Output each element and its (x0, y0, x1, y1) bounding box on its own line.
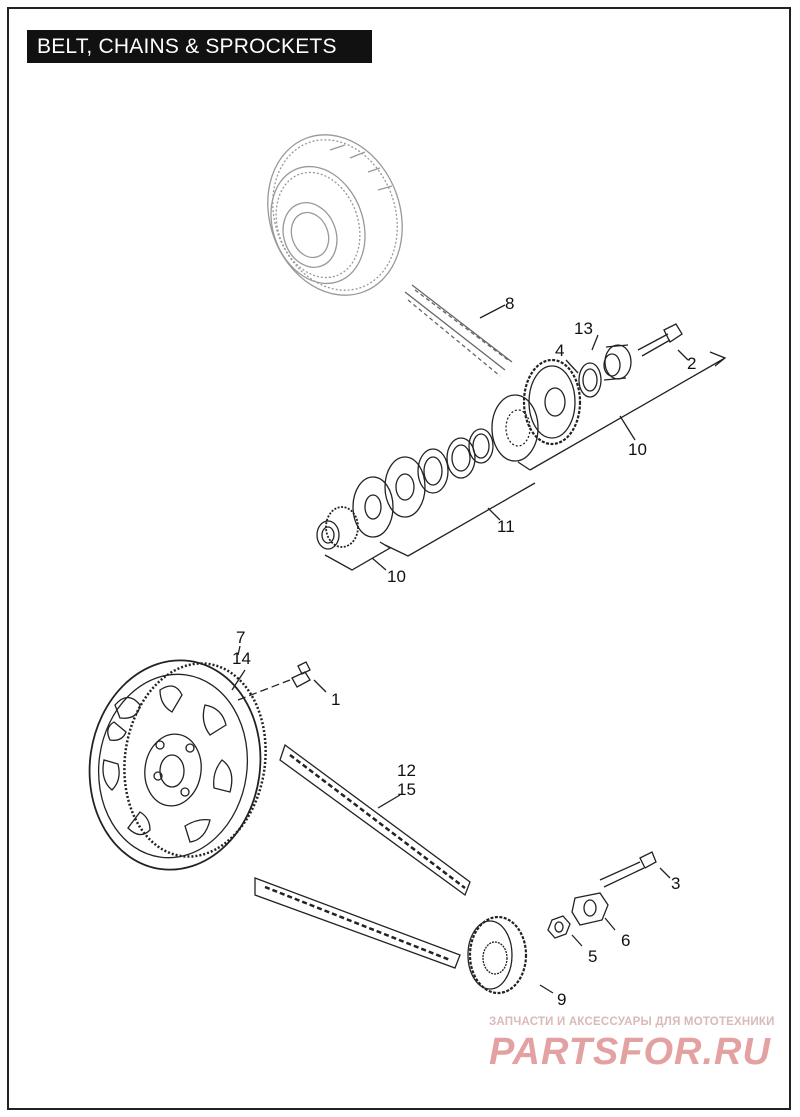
callout-1: 1 (331, 690, 340, 709)
callout-4: 4 (555, 341, 564, 360)
nut-5 (547, 915, 571, 939)
callout-2: 2 (687, 354, 696, 373)
washer-4 (578, 362, 602, 398)
transmission-sprocket (467, 915, 528, 995)
callout-11: 11 (497, 517, 515, 536)
engine-sprocket (522, 358, 582, 446)
callout-3: 3 (671, 874, 680, 893)
washer (417, 448, 449, 494)
watermark-logo: PARTSFOR.RU (489, 1031, 771, 1073)
page-title: BELT, CHAINS & SPROCKETS (27, 30, 372, 63)
callout-5: 5 (588, 947, 597, 966)
washer (352, 476, 394, 538)
page-border (7, 7, 791, 1110)
watermark-tagline: ЗАПЧАСТИ И АКСЕССУАРЫ ДЛЯ МОТОТЕХНИКИ (489, 1016, 775, 1028)
callout-12: 12 (397, 761, 416, 780)
callout-10-upper: 10 (628, 440, 647, 459)
spline-bushing (316, 506, 359, 550)
screw-3 (599, 851, 657, 888)
callout-15: 15 (397, 780, 416, 799)
screw-1 (291, 661, 311, 688)
callout-8: 8 (505, 294, 514, 313)
compensator-shaft (491, 394, 539, 462)
clutch-assembly (267, 134, 403, 296)
callout-14: 14 (232, 649, 251, 668)
lock-plate-6 (571, 892, 609, 926)
primary-chain (404, 284, 513, 377)
callout-7: 7 (236, 628, 245, 647)
washer (468, 428, 494, 464)
washer (384, 456, 426, 518)
washer (446, 437, 476, 479)
callout-13: 13 (574, 319, 593, 338)
bolt-2 (637, 323, 683, 357)
callout-6: 6 (621, 931, 630, 950)
rear-belt-pulley (88, 659, 267, 871)
sliding-cam-cover (603, 344, 632, 381)
drive-belt (254, 743, 471, 969)
callout-9: 9 (557, 990, 566, 1009)
callout-10-lower: 10 (387, 567, 406, 586)
